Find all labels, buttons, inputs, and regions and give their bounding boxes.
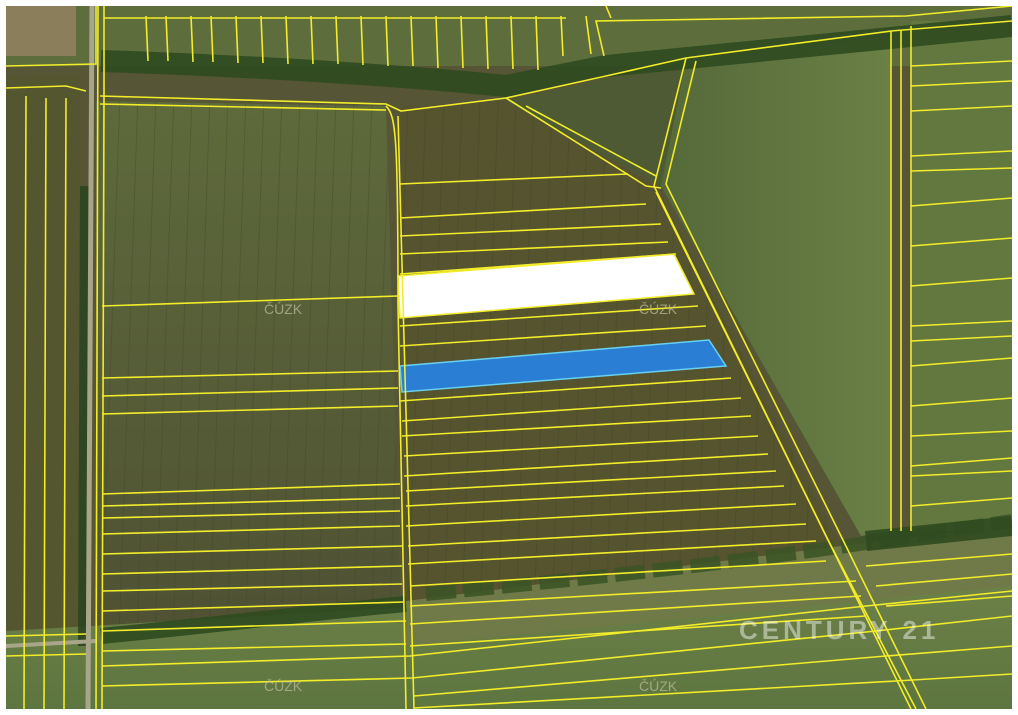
century21-watermark: CENTURY 21 [739, 615, 939, 645]
tree-lines [78, 15, 1012, 647]
cuzk-watermark: ČÚZK [264, 678, 303, 694]
cadastral-map[interactable]: ČÚZK ČÚZK ČÚZK ČÚZK CENTURY 21 [6, 6, 1012, 709]
selected-parcel-blue[interactable] [399, 339, 728, 393]
roads [6, 6, 97, 709]
parcel-boundaries [6, 6, 1012, 709]
cuzk-watermark: ČÚZK [264, 301, 303, 317]
cuzk-watermark: ČÚZK [639, 301, 678, 317]
cuzk-watermark: ČÚZK [639, 678, 678, 694]
